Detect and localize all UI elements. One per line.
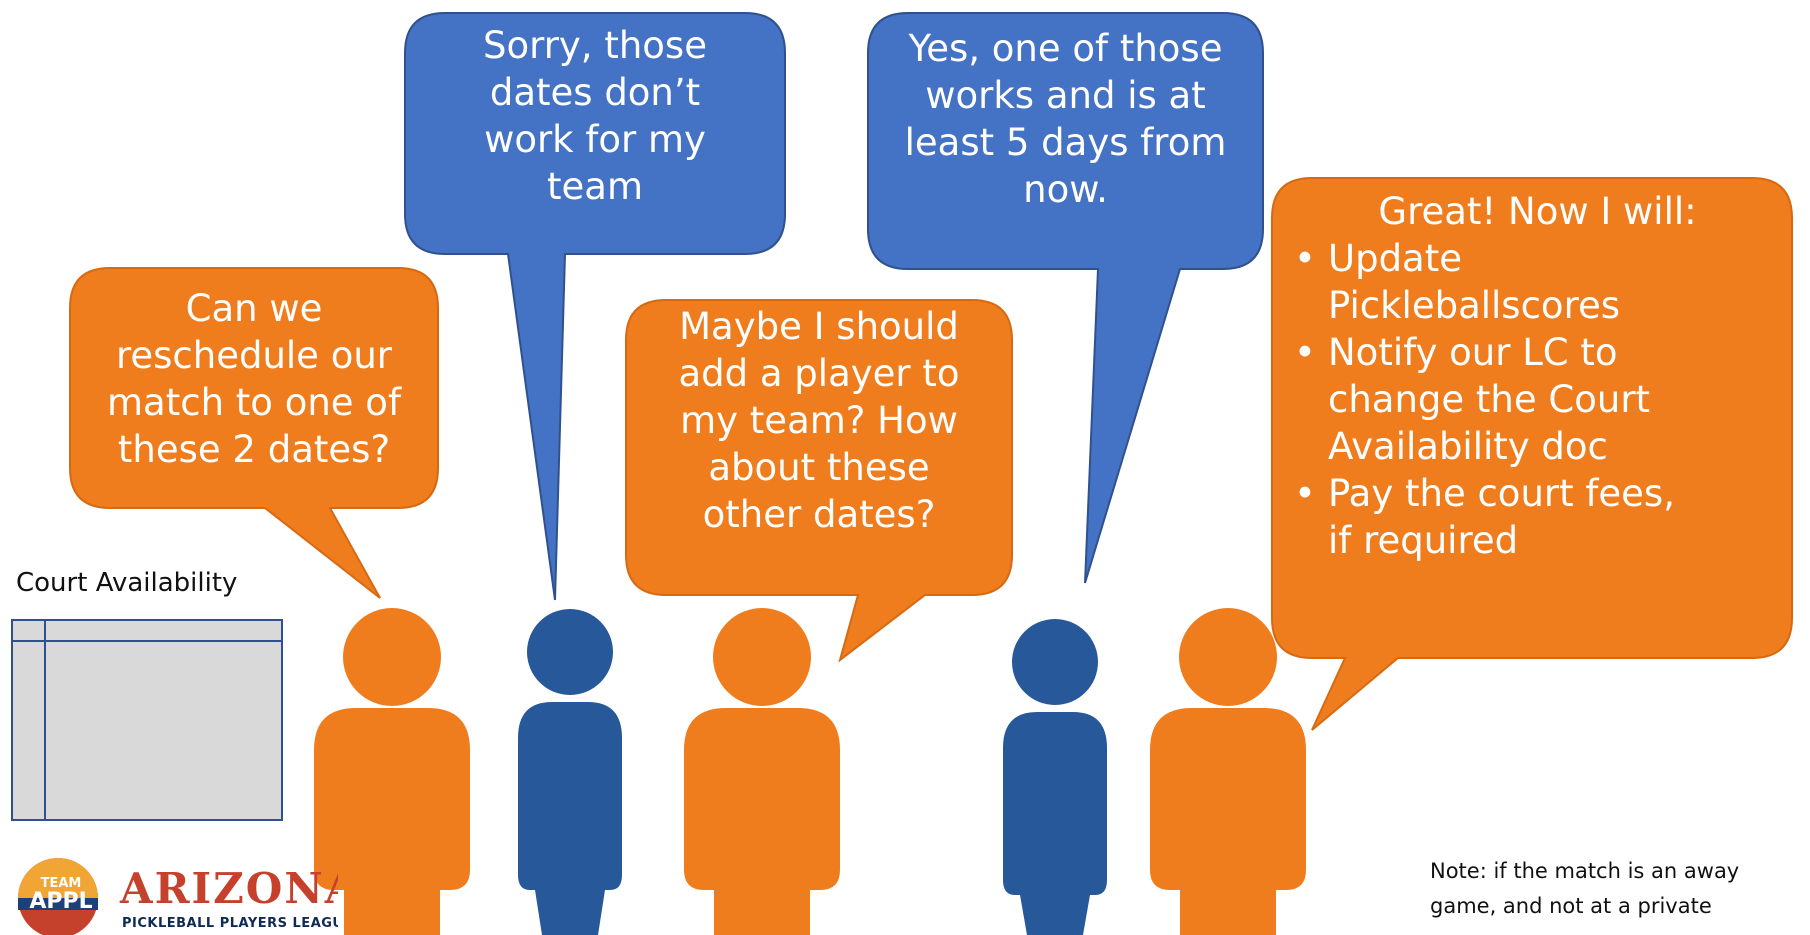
bubble-text-can-we: Can we reschedule our match to one of th… bbox=[107, 287, 401, 471]
bubble-text-great: Great! Now I will: Update Pickleballscor… bbox=[1290, 188, 1785, 564]
logo-badge-text: TEAM APPL bbox=[29, 876, 93, 914]
list-item: Notify our LC to change the Court Availa… bbox=[1290, 329, 1785, 470]
court-availability-grid bbox=[11, 619, 283, 821]
bubble-text-sorry: Sorry, those dates don’t work for my tea… bbox=[483, 24, 707, 208]
person-icon-captain-1 bbox=[314, 608, 470, 935]
great-title: Great! Now I will: bbox=[1378, 190, 1697, 233]
speech-bubble-sorry bbox=[404, 12, 786, 601]
person-icon-captain-3 bbox=[1150, 608, 1306, 935]
great-action-list: Update Pickleballscores Notify our LC to… bbox=[1290, 235, 1785, 564]
speech-bubble-yes bbox=[867, 12, 1264, 584]
speech-bubble-can-we bbox=[69, 267, 439, 599]
note-text: Note: if the match is an away game, and … bbox=[1430, 859, 1740, 918]
logo-badge bbox=[18, 858, 98, 935]
logo-subtitle: PICKLEBALL PLAYERS LEAGUE bbox=[122, 916, 338, 931]
list-item: Update Pickleballscores bbox=[1290, 235, 1785, 329]
league-logo: TEAM APPL ARIZONA PICKLEBALL PLAYERS LEA… bbox=[18, 858, 338, 935]
court-availability-label: Court Availability bbox=[16, 568, 238, 598]
person-icon-captain-2 bbox=[684, 608, 840, 935]
bubble-text-maybe: Maybe I should add a player to my team? … bbox=[678, 305, 960, 536]
person-icon-opponent-2 bbox=[1003, 619, 1107, 935]
person-icon-opponent-1 bbox=[518, 609, 622, 935]
list-item: Pay the court fees, if required bbox=[1290, 470, 1785, 564]
speech-bubble-maybe bbox=[625, 299, 1013, 663]
bubble-text-yes: Yes, one of those works and is at least … bbox=[904, 27, 1227, 211]
logo-wordmark: ARIZONA bbox=[120, 864, 338, 913]
